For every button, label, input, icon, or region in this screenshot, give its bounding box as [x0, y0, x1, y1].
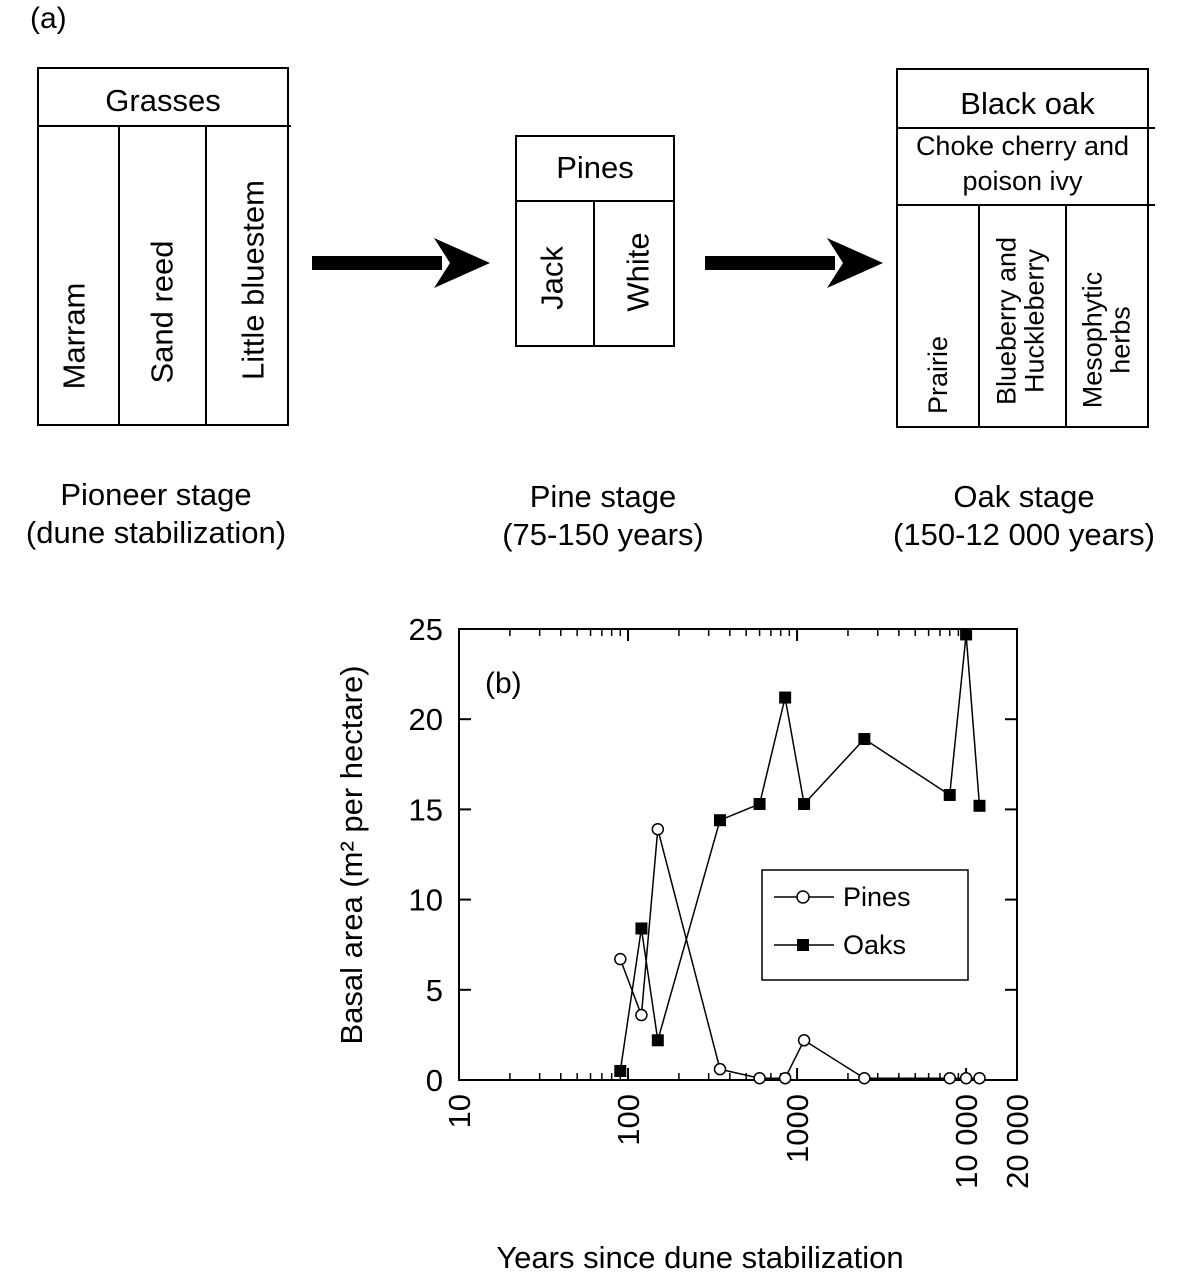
oaks-data-point [798, 797, 811, 810]
oak-col-divider-1 [978, 205, 980, 428]
prairie-label: Prairie [922, 335, 953, 415]
legend-pines-marker [796, 890, 810, 904]
black-oak-header: Black oak [960, 86, 1095, 121]
x-tick-label: 10 000 [949, 1094, 984, 1189]
oaks-data-point [635, 922, 648, 935]
oak-stage-caption: Oak stage (150-12 000 years) [893, 478, 1155, 554]
pines-data-point [959, 1071, 973, 1085]
choke-cherry-line-1: Choke cherry and [915, 131, 1130, 161]
marram-label: Marram [56, 282, 92, 390]
oak-divider-1 [896, 127, 1155, 129]
mesophytic-line-2: herbs [1106, 306, 1136, 374]
pioneer-stage-line-1: Pioneer stage [60, 477, 252, 512]
y-tick-label: 25 [409, 612, 443, 647]
x-tick-label: 20 000 [1000, 1094, 1035, 1189]
legend-oaks-label: Oaks [843, 930, 906, 960]
pines-data-point [943, 1071, 956, 1085]
pines-data-point [635, 1008, 648, 1022]
pines-data-point [858, 1071, 871, 1085]
y-tick-label: 0 [426, 1063, 443, 1098]
oaks-data-point [779, 691, 792, 704]
y-tick-label: 20 [409, 702, 443, 737]
pines-data-point [778, 1071, 792, 1085]
oaks-data-point [973, 799, 986, 812]
panel-b-label: (b) [485, 667, 522, 700]
grasses-col-divider-2 [205, 126, 207, 426]
grasses-divider [37, 125, 291, 127]
pines-col-divider [593, 201, 595, 347]
oaks-data-point [960, 628, 973, 641]
arrow-pioneer-to-pine [312, 238, 490, 288]
pines-data-point [753, 1071, 766, 1085]
y-tick-label: 10 [409, 883, 443, 918]
x-tick-label: 100 [611, 1094, 646, 1146]
y-axis-label: Basal area (m² per hectare) [334, 665, 369, 1044]
legend-pines-label: Pines [843, 882, 911, 912]
pioneer-stage-caption: Pioneer stage (dune stabilization) [26, 476, 286, 552]
pines-data-point [614, 952, 627, 966]
oak-divider-2 [896, 204, 1155, 206]
pines-data-point [651, 822, 665, 836]
oaks-data-point [651, 1034, 664, 1047]
basal-area-chart: 0 5 10 15 20 25 10 100 1000 10 000 20 000 (b) Bas… [334, 612, 1035, 1275]
little-bluestem-label: Little bluestem [235, 180, 271, 380]
pines-data-point [713, 1062, 727, 1076]
sand-reed-label: Sand reed [144, 240, 180, 384]
legend-oaks-marker [797, 939, 809, 951]
plot-frame [458, 628, 1018, 1081]
pines-data-point [797, 1034, 811, 1047]
oaks-data-point [753, 797, 766, 810]
pine-stage-line-1: Pine stage [529, 479, 677, 514]
blueberry-huckleberry-label: Blueberry and Huckleberry [991, 236, 1050, 406]
x-tick-label: 10 [442, 1094, 477, 1128]
oak-stage-line-1: Oak stage [953, 479, 1095, 514]
oaks-data-point [858, 733, 871, 746]
blueberry-line-2: Huckleberry [1020, 248, 1050, 394]
grasses-col-divider-1 [118, 126, 120, 426]
legend-box [761, 869, 969, 981]
grasses-header: Grasses [105, 83, 221, 118]
blueberry-line-1: Blueberry and [991, 236, 1022, 406]
oak-box [896, 68, 1149, 428]
pines-data-point [973, 1071, 986, 1085]
grasses-box [37, 67, 289, 426]
y-tick-label: 5 [426, 973, 443, 1008]
pine-stage-caption: Pine stage (75-150 years) [502, 478, 704, 554]
oaks-data-point [714, 814, 727, 827]
mesophytic-herbs-label: Mesophytic herbs [1077, 271, 1136, 409]
oaks-data-point [943, 788, 956, 801]
pines-box [515, 135, 675, 347]
oaks-data-point [614, 1064, 627, 1077]
arrow-pine-to-oak [705, 238, 883, 288]
oak-col-divider-2 [1065, 205, 1067, 428]
jack-pine-label: Jack [534, 246, 570, 310]
mesophytic-line-1: Mesophytic [1077, 271, 1108, 409]
white-pine-label: White [620, 232, 656, 312]
pine-stage-line-2: (75-150 years) [502, 516, 704, 552]
oak-stage-line-2: (150-12 000 years) [893, 516, 1155, 552]
x-axis-label: Years since dune stabilization [496, 1240, 903, 1275]
pioneer-stage-line-2: (dune stabilization) [25, 514, 287, 550]
y-tick-label: 15 [409, 792, 443, 827]
pines-header: Pines [556, 150, 634, 185]
x-tick-label: 1000 [780, 1094, 815, 1163]
choke-cherry-line-2: poison ivy [962, 166, 1083, 196]
pines-divider [515, 200, 675, 202]
oaks-series-line [619, 634, 981, 1072]
panel-a-label: (a) [30, 2, 67, 35]
